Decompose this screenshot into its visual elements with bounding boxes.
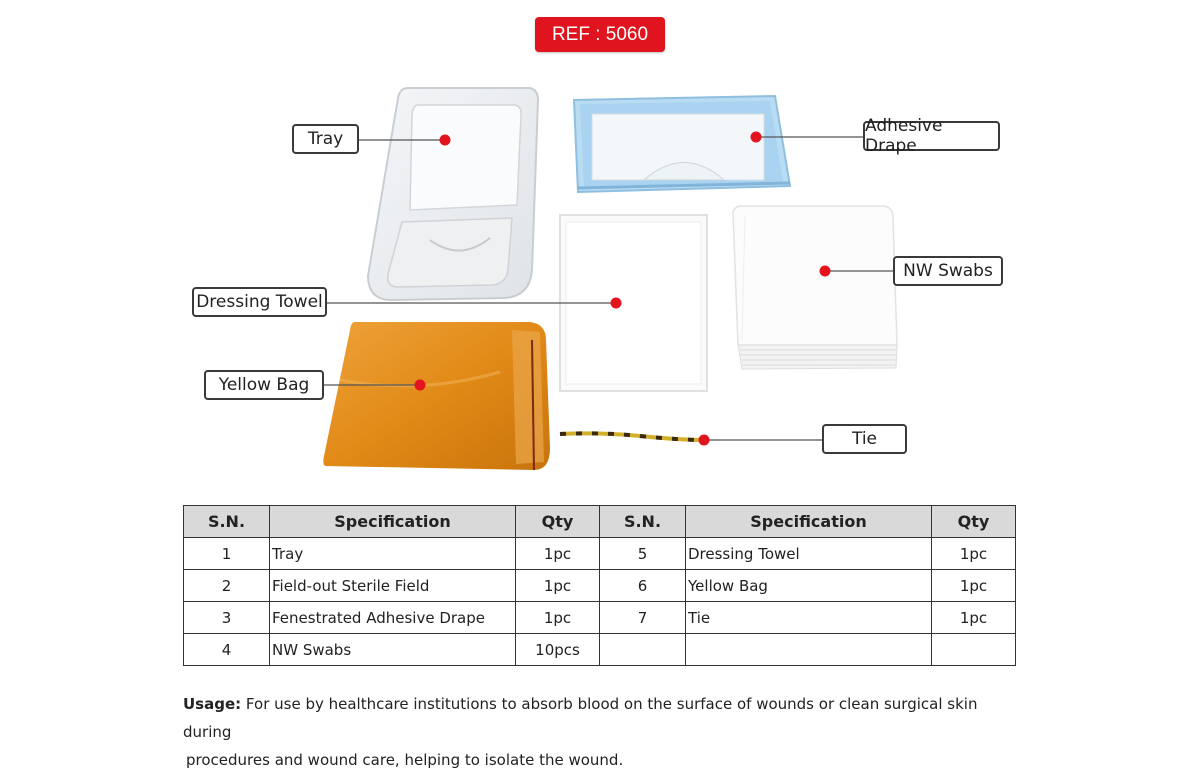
- callout-adhesive-drape: Adhesive Drape: [863, 116, 1000, 156]
- table-row: 2 Field-out Sterile Field 1pc 6 Yellow B…: [183, 569, 1016, 602]
- callout-dressing-towel: Dressing Towel: [192, 287, 327, 317]
- cell-specification: Field-out Sterile Field: [269, 569, 516, 602]
- cell-specification: Fenestrated Adhesive Drape: [269, 601, 516, 634]
- cell-sn: 3: [183, 601, 270, 634]
- callout-yellow-bag: Yellow Bag: [204, 370, 324, 400]
- adhesive-drape-marker: [750, 131, 762, 143]
- product-illustration: [323, 87, 898, 471]
- header-specification-2: Specification: [685, 505, 932, 538]
- yellow-bag-marker: [414, 379, 426, 391]
- tray-marker: [439, 134, 451, 146]
- cell-sn: 1: [183, 537, 270, 570]
- cell-qty: 1pc: [515, 569, 600, 602]
- yellow-bag-image: [323, 322, 550, 471]
- tie-image: [559, 431, 706, 442]
- cell-qty: 1pc: [515, 601, 600, 634]
- dressing-towel-image: [559, 214, 708, 392]
- specification-table: S.N. Specification Qty S.N. Specificatio…: [183, 505, 1016, 666]
- callout-nw-swabs: NW Swabs: [893, 256, 1003, 286]
- header-sn: S.N.: [183, 505, 270, 538]
- cell-sn: 2: [183, 569, 270, 602]
- usage-text-line1: For use by healthcare institutions to ab…: [183, 695, 978, 741]
- cell-qty: 1pc: [931, 601, 1016, 634]
- adhesive-drape-image: [572, 94, 792, 194]
- table-row: 3 Fenestrated Adhesive Drape 1pc 7 Tie 1…: [183, 601, 1016, 634]
- tie-marker: [698, 434, 710, 446]
- cell-specification: [685, 633, 932, 666]
- header-specification: Specification: [269, 505, 516, 538]
- cell-qty: 1pc: [931, 537, 1016, 570]
- header-qty: Qty: [515, 505, 600, 538]
- usage-label: Usage:: [183, 695, 242, 713]
- tray-image: [366, 87, 540, 302]
- cell-sn: 6: [599, 569, 686, 602]
- cell-specification: Tie: [685, 601, 932, 634]
- callout-lines: [323, 136, 893, 441]
- header-sn-2: S.N.: [599, 505, 686, 538]
- usage-paragraph: Usage: For use by healthcare institution…: [183, 690, 1013, 774]
- cell-specification: NW Swabs: [269, 633, 516, 666]
- callout-tie: Tie: [822, 424, 907, 454]
- nw-swabs-marker: [819, 265, 831, 277]
- usage-text-line2: procedures and wound care, helping to is…: [186, 751, 624, 769]
- header-qty-2: Qty: [931, 505, 1016, 538]
- cell-qty: [931, 633, 1016, 666]
- cell-sn: 4: [183, 633, 270, 666]
- table-header-row: S.N. Specification Qty S.N. Specificatio…: [183, 505, 1016, 538]
- cell-sn: 7: [599, 601, 686, 634]
- table-row: 1 Tray 1pc 5 Dressing Towel 1pc: [183, 537, 1016, 570]
- ref-badge: REF : 5060: [535, 17, 665, 52]
- cell-qty: 10pcs: [515, 633, 600, 666]
- cell-qty: 1pc: [931, 569, 1016, 602]
- table-row: 4 NW Swabs 10pcs: [183, 633, 1016, 666]
- cell-qty: 1pc: [515, 537, 600, 570]
- cell-sn: 5: [599, 537, 686, 570]
- cell-specification: Yellow Bag: [685, 569, 932, 602]
- cell-specification: Tray: [269, 537, 516, 570]
- nw-swabs-image: [732, 205, 898, 370]
- callout-tray: Tray: [292, 124, 359, 154]
- callout-markers: [414, 131, 831, 446]
- dressing-towel-marker: [610, 297, 622, 309]
- cell-sn: [599, 633, 686, 666]
- cell-specification: Dressing Towel: [685, 537, 932, 570]
